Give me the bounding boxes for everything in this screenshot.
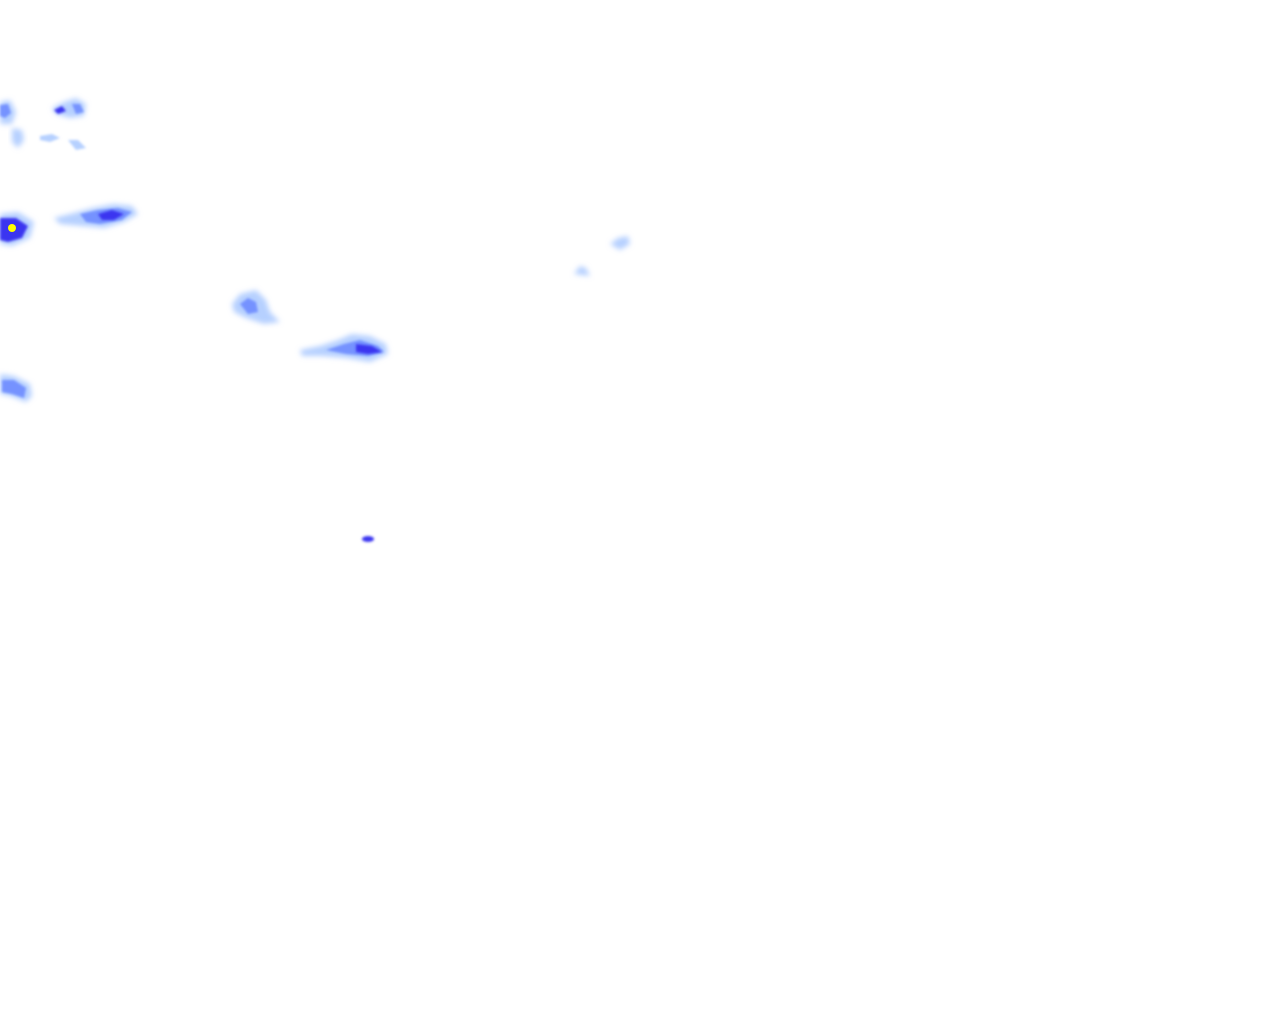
precipitation-cell — [362, 536, 374, 542]
precipitation-cell — [232, 290, 280, 324]
storm-core-marker — [8, 224, 16, 232]
precipitation-cell — [52, 98, 86, 118]
precipitation-cell — [300, 334, 388, 362]
precipitation-cell — [12, 128, 86, 150]
precipitation-cell — [0, 100, 16, 124]
precipitation-cell — [0, 212, 34, 246]
precipitation-cell — [610, 236, 630, 250]
precipitation-cell — [574, 266, 590, 276]
precipitation-cell — [0, 374, 32, 402]
precipitation-cell — [54, 204, 138, 228]
